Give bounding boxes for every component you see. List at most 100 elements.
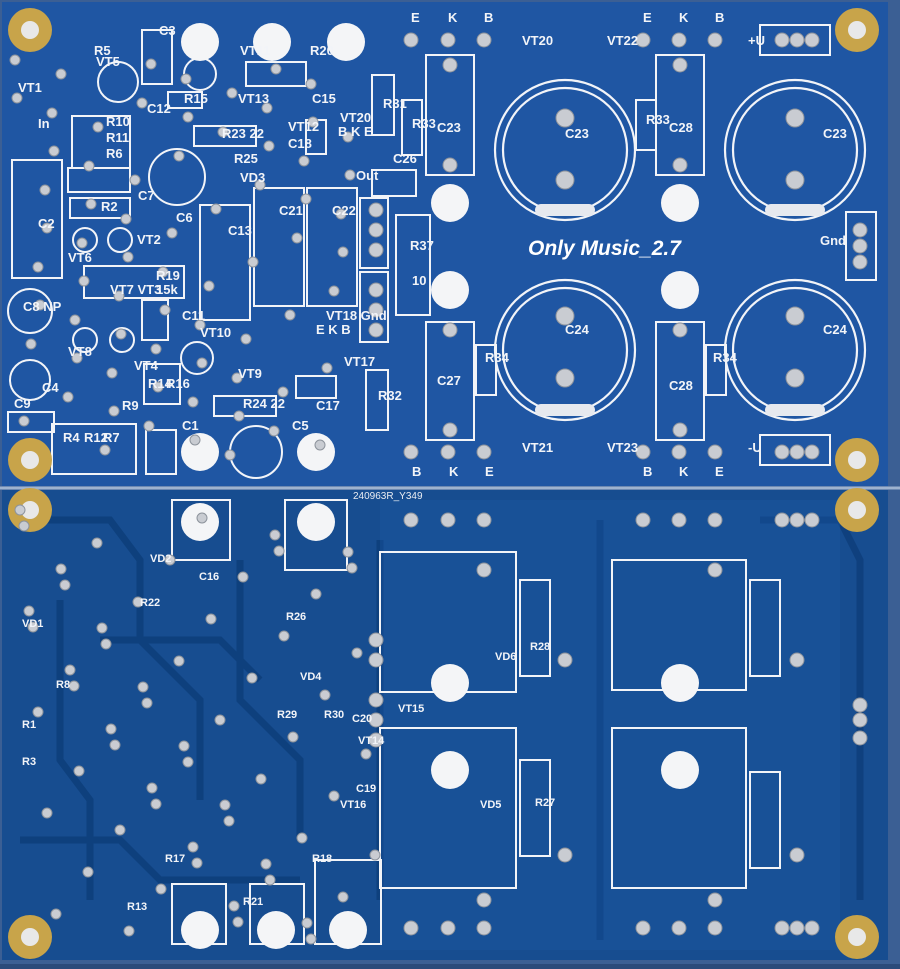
solder-pad	[48, 145, 60, 157]
solder-pad	[99, 444, 111, 456]
silk-label: R31	[383, 96, 407, 111]
silk-label: VT15	[398, 703, 424, 715]
solder-pad	[707, 32, 723, 48]
solder-pad	[368, 202, 384, 218]
silk-label: VT18 Gnd	[326, 308, 387, 323]
silk-label: VT16	[340, 799, 366, 811]
silk-label: C17	[316, 398, 340, 413]
solder-pad	[368, 282, 384, 298]
silk-label: R7	[103, 430, 120, 445]
silk-label: B	[715, 10, 724, 25]
cap-bands	[535, 204, 825, 416]
silk-label: C13	[228, 223, 252, 238]
solder-pad	[319, 689, 331, 701]
solder-pad	[145, 58, 157, 70]
solder-pad	[64, 664, 76, 676]
solder-pad	[635, 444, 651, 460]
silk-label: C28	[669, 378, 693, 393]
solder-pad	[27, 621, 39, 633]
solder-pad	[476, 32, 492, 48]
solder-pad	[368, 632, 384, 648]
silk-label: C2	[38, 216, 55, 231]
silk-label: VT1	[18, 80, 42, 95]
solder-pad	[707, 920, 723, 936]
silk-label: R12	[84, 430, 108, 445]
solder-pad	[85, 198, 97, 210]
silk-label: -U	[748, 440, 762, 455]
silk-label: K	[679, 10, 689, 25]
solder-pad	[269, 529, 281, 541]
solder-pad	[34, 299, 46, 311]
silk-label: R34	[485, 350, 510, 365]
solder-pad	[337, 246, 349, 258]
solder-pad	[442, 322, 458, 338]
solder-pad	[789, 652, 805, 668]
silk-label: 15k	[156, 282, 178, 297]
silk-label: VD5	[480, 799, 501, 811]
silk-label: C22	[332, 203, 356, 218]
silk-label: R3	[22, 756, 36, 768]
silk-label: VT4	[134, 358, 159, 373]
silk-label: C15	[312, 91, 336, 106]
silk-label: C16	[199, 571, 219, 583]
silk-label: R34	[713, 350, 738, 365]
solder-pad	[707, 562, 723, 578]
heatsink-holes	[181, 23, 699, 949]
solder-pad	[852, 254, 868, 270]
silk-label: R14	[148, 376, 173, 391]
solder-pad	[300, 193, 312, 205]
solder-pad	[804, 920, 820, 936]
solder-pad	[152, 381, 164, 393]
solder-pad	[403, 32, 419, 48]
solder-pad	[321, 362, 333, 374]
silk-label: VD4	[300, 671, 322, 683]
silk-label: R27	[535, 797, 555, 809]
solder-pad	[442, 157, 458, 173]
solder-pad	[707, 892, 723, 908]
silk-label: R32	[378, 388, 402, 403]
solder-pad	[173, 655, 185, 667]
solder-pad	[852, 712, 868, 728]
silk-label: R16	[166, 376, 190, 391]
silk-label: VT5	[96, 54, 120, 69]
solder-pad	[707, 512, 723, 528]
silk-label: C21	[279, 203, 303, 218]
silk-label: R26	[286, 611, 306, 623]
solder-pad	[368, 242, 384, 258]
silk-label: R15	[184, 91, 208, 106]
solder-pad	[804, 512, 820, 528]
solder-pad	[196, 512, 208, 524]
solder-pad	[307, 116, 319, 128]
silk-label: C12	[147, 101, 171, 116]
solder-pad	[852, 222, 868, 238]
solder-pad	[360, 748, 372, 760]
silk-label: R11	[106, 130, 129, 145]
silk-label: C19	[356, 783, 376, 795]
silk-label: E K B	[316, 322, 351, 337]
solder-pad	[233, 410, 245, 422]
solder-pad	[71, 352, 83, 364]
silk-label: R22	[140, 597, 160, 609]
solder-pad	[785, 170, 805, 190]
silk-label: K	[449, 464, 459, 479]
solder-pad	[182, 756, 194, 768]
solder-pad	[804, 32, 820, 48]
silk-label: In	[38, 116, 50, 131]
solder-pad	[268, 425, 280, 437]
silk-label: E	[643, 10, 652, 25]
silk-label: R17	[165, 853, 185, 865]
solder-pad	[39, 184, 51, 196]
solder-pad	[278, 630, 290, 642]
silk-label: R9	[122, 398, 139, 413]
solder-pad	[260, 858, 272, 870]
solder-pad	[476, 444, 492, 460]
silk-label: K	[448, 10, 458, 25]
silk-label: VT10	[200, 325, 231, 340]
solder-pad	[635, 920, 651, 936]
solder-pad	[789, 32, 805, 48]
solder-pad	[237, 571, 249, 583]
solder-pad	[108, 405, 120, 417]
solder-pad	[342, 131, 354, 143]
solder-pad	[219, 799, 231, 811]
